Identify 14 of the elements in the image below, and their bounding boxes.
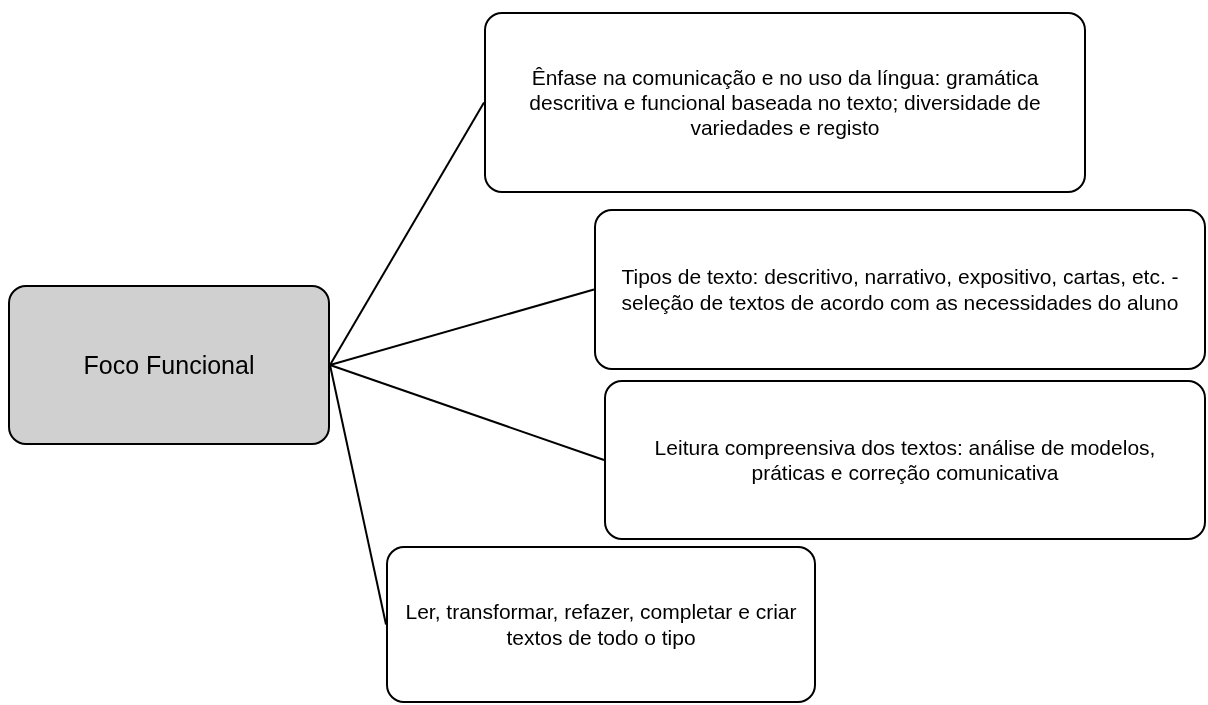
node-text: Tipos de texto: descritivo, narrativo, expositivo, cartas, etc. - seleção de textos de acordo com as necessidades do aluno — [620, 264, 1180, 315]
node-text: Ênfase na comunicação e no uso da língua: gramática descritiva e funcional baseada no texto; diversidade de variedades e registo — [528, 64, 1042, 141]
topic-box — [8, 285, 330, 445]
connector-line — [329, 101, 485, 366]
node-text: Leitura compreensiva dos textos: análise de modelos, práticas e correção comunicativa — [653, 434, 1157, 486]
connector-line — [329, 364, 605, 461]
branch-box — [594, 209, 1206, 370]
node-text: Ler, transformar, refazer, completar e criar textos de todo o tipo — [404, 599, 798, 650]
connector-line — [329, 288, 595, 366]
branch-box — [386, 546, 816, 703]
connector-line — [329, 364, 387, 626]
branch-box — [604, 380, 1206, 540]
node-text: Foco Funcional — [83, 350, 255, 380]
branch-box — [484, 12, 1086, 193]
